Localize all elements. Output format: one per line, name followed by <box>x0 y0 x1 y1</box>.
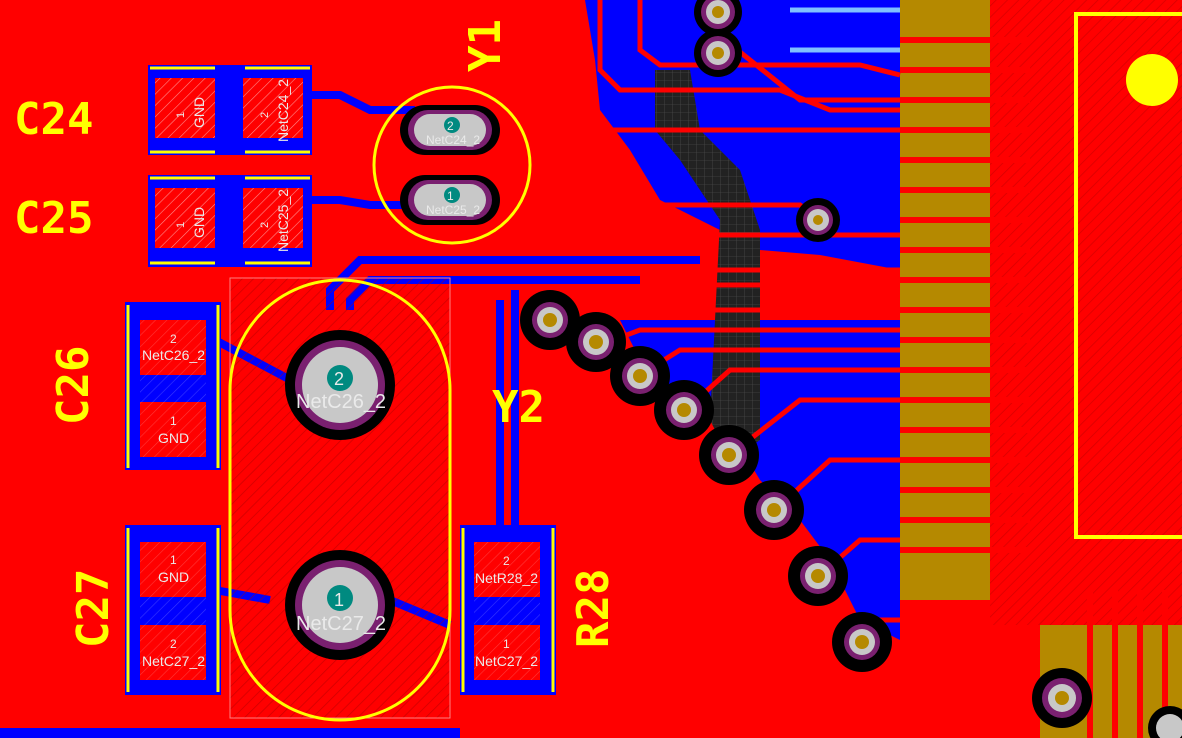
via <box>1032 668 1092 728</box>
C24-pad1-net: GND <box>191 97 207 128</box>
C27-ref-label[interactable]: C27 <box>68 569 119 648</box>
R28-pad1-net: NetC27_2 <box>475 653 538 669</box>
via <box>694 29 742 77</box>
R28-ref-label[interactable]: R28 <box>568 569 619 648</box>
C24-pad2-number: 2 <box>259 112 271 118</box>
C27-pad2-number: 2 <box>170 637 177 651</box>
keepout-grid <box>655 70 760 460</box>
Y1-pad2-net: NetC24_2 <box>426 133 480 147</box>
Y2-ref-label[interactable]: Y2 <box>492 382 545 433</box>
C24-pad2-net: NetC24_2 <box>275 79 291 142</box>
R28-footprint[interactable] <box>460 525 556 695</box>
C24-ref-label[interactable]: C24 <box>14 94 93 145</box>
C25-footprint[interactable] <box>148 175 312 267</box>
Y2-pad2-net: NetC26_2 <box>296 391 386 413</box>
C26-pad1-number: 1 <box>170 414 177 428</box>
C25-pad1-number: 1 <box>175 222 187 228</box>
C25-pad2-number: 2 <box>259 222 271 228</box>
connector-silkscreen-outline <box>1074 12 1182 539</box>
C24-pad1-number: 1 <box>175 112 187 118</box>
connector-pin1-marker <box>1126 54 1178 106</box>
highlighted-traces <box>790 7 900 53</box>
via <box>520 290 580 350</box>
C26-pad2-number: 2 <box>170 332 177 346</box>
C27-pad2-net: NetC27_2 <box>142 653 205 669</box>
Y1-footprint[interactable] <box>372 85 532 245</box>
C26-pad1-net: GND <box>158 430 189 446</box>
Y2-pad1-number: 1 <box>334 590 344 610</box>
via <box>1148 706 1182 738</box>
Y1-pad-2[interactable] <box>400 105 500 155</box>
Y1-pad-1[interactable] <box>400 175 500 225</box>
via <box>694 0 742 36</box>
Y2-pad2-number: 2 <box>334 369 344 389</box>
Y2-pad-1[interactable] <box>285 550 395 660</box>
R28-pad2-net: NetR28_2 <box>475 570 538 586</box>
via <box>788 546 848 606</box>
via <box>654 380 714 440</box>
Y1-ref-label[interactable]: Y1 <box>460 19 511 72</box>
via <box>566 312 626 372</box>
Y1-pad1-net: NetC25_2 <box>426 203 480 217</box>
via <box>699 425 759 485</box>
C24-footprint[interactable] <box>148 65 312 155</box>
C27-pad1-number: 1 <box>170 553 177 567</box>
via <box>744 480 804 540</box>
C26-pad2-net: NetC26_2 <box>142 347 205 363</box>
C25-ref-label[interactable]: C25 <box>14 193 93 244</box>
Y1-pad2-number: 2 <box>447 119 454 133</box>
via <box>610 346 670 406</box>
connector-fingers <box>900 37 1168 738</box>
via <box>796 198 840 242</box>
C26-ref-label[interactable]: C26 <box>48 346 99 425</box>
via <box>832 612 892 672</box>
C27-footprint[interactable] <box>125 525 221 695</box>
vias <box>520 0 1182 738</box>
C27-pad1-net: GND <box>158 569 189 585</box>
Y2-pad-2[interactable] <box>285 330 395 440</box>
R28-pad2-number: 2 <box>503 554 510 568</box>
C26-footprint[interactable] <box>125 302 221 470</box>
Y2-pad1-net: NetC27_2 <box>296 613 386 635</box>
Y1-pad1-number: 1 <box>447 189 454 203</box>
C25-pad2-net: NetC25_2 <box>275 189 291 252</box>
R28-pad1-number: 1 <box>503 637 510 651</box>
C25-pad1-net: GND <box>191 207 207 238</box>
